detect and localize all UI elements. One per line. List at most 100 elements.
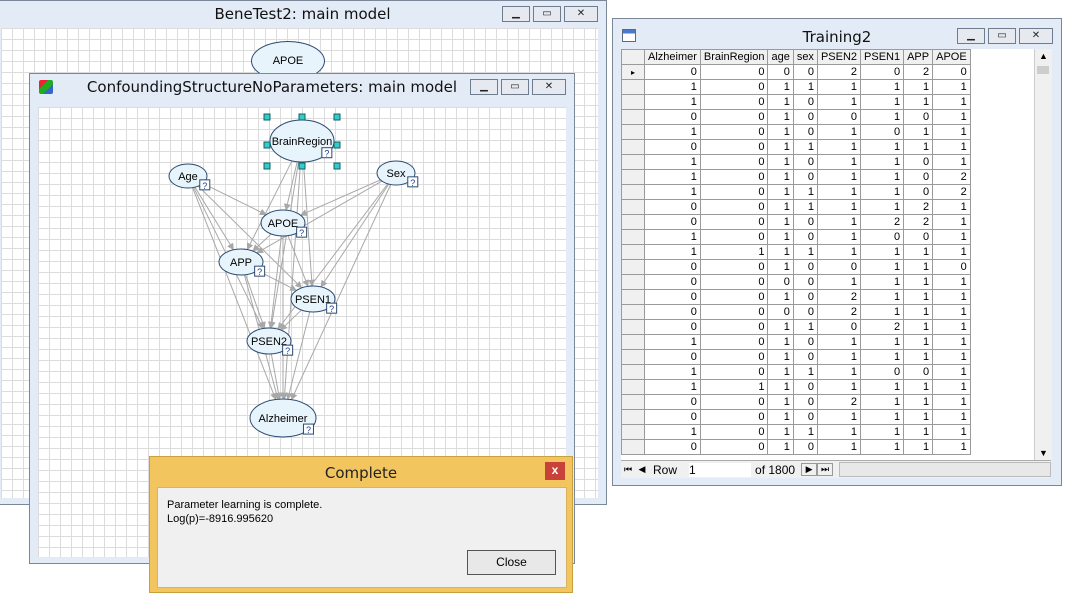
table-cell[interactable]: 0 bbox=[816, 109, 862, 125]
table-cell[interactable]: 1 bbox=[767, 94, 794, 110]
table-cell[interactable]: 1 bbox=[932, 154, 971, 170]
table-cell[interactable]: 0 bbox=[699, 394, 769, 410]
table-cell[interactable]: 0 bbox=[792, 154, 818, 170]
table-cell[interactable]: 1 bbox=[767, 364, 794, 380]
scroll-down-arrow-icon[interactable]: ▼ bbox=[1039, 448, 1048, 458]
node-ellipse[interactable] bbox=[246, 327, 292, 355]
table-cell[interactable]: 1 bbox=[792, 364, 818, 380]
table-cell[interactable]: 1 bbox=[792, 199, 818, 215]
table-cell[interactable]: 0 bbox=[699, 439, 769, 455]
table-cell[interactable]: 0 bbox=[792, 289, 818, 305]
table-cell[interactable]: 0 bbox=[792, 229, 818, 245]
row-selector[interactable] bbox=[621, 244, 645, 260]
node-badge-icon[interactable] bbox=[407, 176, 419, 188]
table-cell[interactable]: 1 bbox=[816, 139, 862, 155]
row-selector[interactable] bbox=[621, 94, 645, 110]
model-titlebar[interactable]: ConfoundingStructureNoParameters: main m… bbox=[30, 74, 574, 100]
table-cell[interactable]: 1 bbox=[767, 349, 794, 365]
table-cell[interactable]: 1 bbox=[903, 274, 934, 290]
scroll-up-arrow-icon[interactable]: ▲ bbox=[1039, 51, 1048, 61]
table-cell[interactable]: 1 bbox=[860, 169, 905, 185]
table-cell[interactable]: 0 bbox=[699, 424, 769, 440]
table-cell[interactable]: 1 bbox=[903, 409, 934, 425]
node-ellipse[interactable] bbox=[168, 163, 208, 189]
training-minimize-button[interactable]: ▁ bbox=[957, 28, 985, 44]
table-cell[interactable]: 1 bbox=[903, 79, 934, 95]
table-cell[interactable]: 0 bbox=[932, 64, 971, 80]
table-cell[interactable]: 1 bbox=[792, 79, 818, 95]
row-selector[interactable] bbox=[621, 229, 645, 245]
table-cell[interactable]: 1 bbox=[767, 139, 794, 155]
row-selector[interactable] bbox=[621, 274, 645, 290]
table-cell[interactable]: 0 bbox=[644, 109, 701, 125]
column-header[interactable]: APOE bbox=[932, 49, 971, 65]
column-header[interactable]: BrainRegion bbox=[699, 49, 769, 65]
table-cell[interactable]: 1 bbox=[932, 229, 971, 245]
row-selector[interactable] bbox=[621, 364, 645, 380]
table-cell[interactable]: 1 bbox=[860, 394, 905, 410]
bene-maximize-button[interactable]: ▭ bbox=[533, 6, 561, 22]
table-cell[interactable]: 0 bbox=[644, 349, 701, 365]
table-cell[interactable]: 0 bbox=[699, 259, 769, 275]
node-ellipse[interactable] bbox=[249, 398, 317, 438]
row-selector[interactable] bbox=[621, 259, 645, 275]
table-cell[interactable]: 0 bbox=[699, 94, 769, 110]
table-cell[interactable]: 1 bbox=[903, 139, 934, 155]
table-cell[interactable]: 0 bbox=[644, 139, 701, 155]
table-cell[interactable]: 1 bbox=[932, 244, 971, 260]
table-cell[interactable]: 0 bbox=[792, 349, 818, 365]
table-cell[interactable]: 0 bbox=[699, 274, 769, 290]
table-cell[interactable]: 1 bbox=[767, 379, 794, 395]
table-cell[interactable]: 1 bbox=[644, 229, 701, 245]
selection-handle[interactable] bbox=[298, 162, 306, 170]
table-cell[interactable]: 0 bbox=[699, 184, 769, 200]
table-cell[interactable]: 0 bbox=[699, 154, 769, 170]
row-selector[interactable] bbox=[621, 409, 645, 425]
column-header[interactable]: PSEN2 bbox=[816, 49, 862, 65]
row-selector[interactable] bbox=[621, 124, 645, 140]
node-badge-icon[interactable] bbox=[282, 344, 294, 356]
vertical-scrollbar[interactable]: ▲ ▼ bbox=[1034, 49, 1052, 460]
table-cell[interactable]: 0 bbox=[903, 154, 934, 170]
table-cell[interactable]: 0 bbox=[816, 259, 862, 275]
table-cell[interactable]: 1 bbox=[644, 124, 701, 140]
table-cell[interactable]: 0 bbox=[699, 304, 769, 320]
table-cell[interactable]: 1 bbox=[816, 379, 862, 395]
table-cell[interactable]: 1 bbox=[860, 94, 905, 110]
row-selector[interactable] bbox=[621, 439, 645, 455]
table-cell[interactable]: 0 bbox=[644, 259, 701, 275]
table-cell[interactable]: 1 bbox=[792, 184, 818, 200]
table-cell[interactable]: 1 bbox=[903, 304, 934, 320]
node-badge-icon[interactable] bbox=[321, 147, 333, 159]
table-cell[interactable]: 1 bbox=[816, 184, 862, 200]
training-titlebar[interactable]: Training2 ▁ ▭ ✕ bbox=[613, 19, 1061, 46]
table-cell[interactable]: 1 bbox=[903, 259, 934, 275]
model-maximize-button[interactable]: ▭ bbox=[501, 79, 529, 95]
table-cell[interactable]: 1 bbox=[767, 169, 794, 185]
node-alzheimer[interactable]: Alzheimer? bbox=[249, 398, 317, 438]
table-cell[interactable]: 0 bbox=[792, 169, 818, 185]
table-cell[interactable]: 1 bbox=[767, 79, 794, 95]
table-cell[interactable]: 0 bbox=[903, 184, 934, 200]
table-cell[interactable]: 1 bbox=[792, 139, 818, 155]
table-cell[interactable]: 0 bbox=[644, 64, 701, 80]
table-cell[interactable]: 1 bbox=[932, 214, 971, 230]
table-cell[interactable]: 1 bbox=[932, 424, 971, 440]
table-cell[interactable]: 0 bbox=[860, 124, 905, 140]
row-selector[interactable] bbox=[621, 214, 645, 230]
table-cell[interactable]: 1 bbox=[816, 214, 862, 230]
training-maximize-button[interactable]: ▭ bbox=[988, 28, 1016, 44]
table-cell[interactable]: 2 bbox=[860, 319, 905, 335]
column-header[interactable]: age bbox=[767, 49, 794, 65]
table-cell[interactable]: 1 bbox=[932, 349, 971, 365]
node-ellipse[interactable] bbox=[218, 248, 264, 276]
node-badge-icon[interactable] bbox=[254, 265, 266, 277]
